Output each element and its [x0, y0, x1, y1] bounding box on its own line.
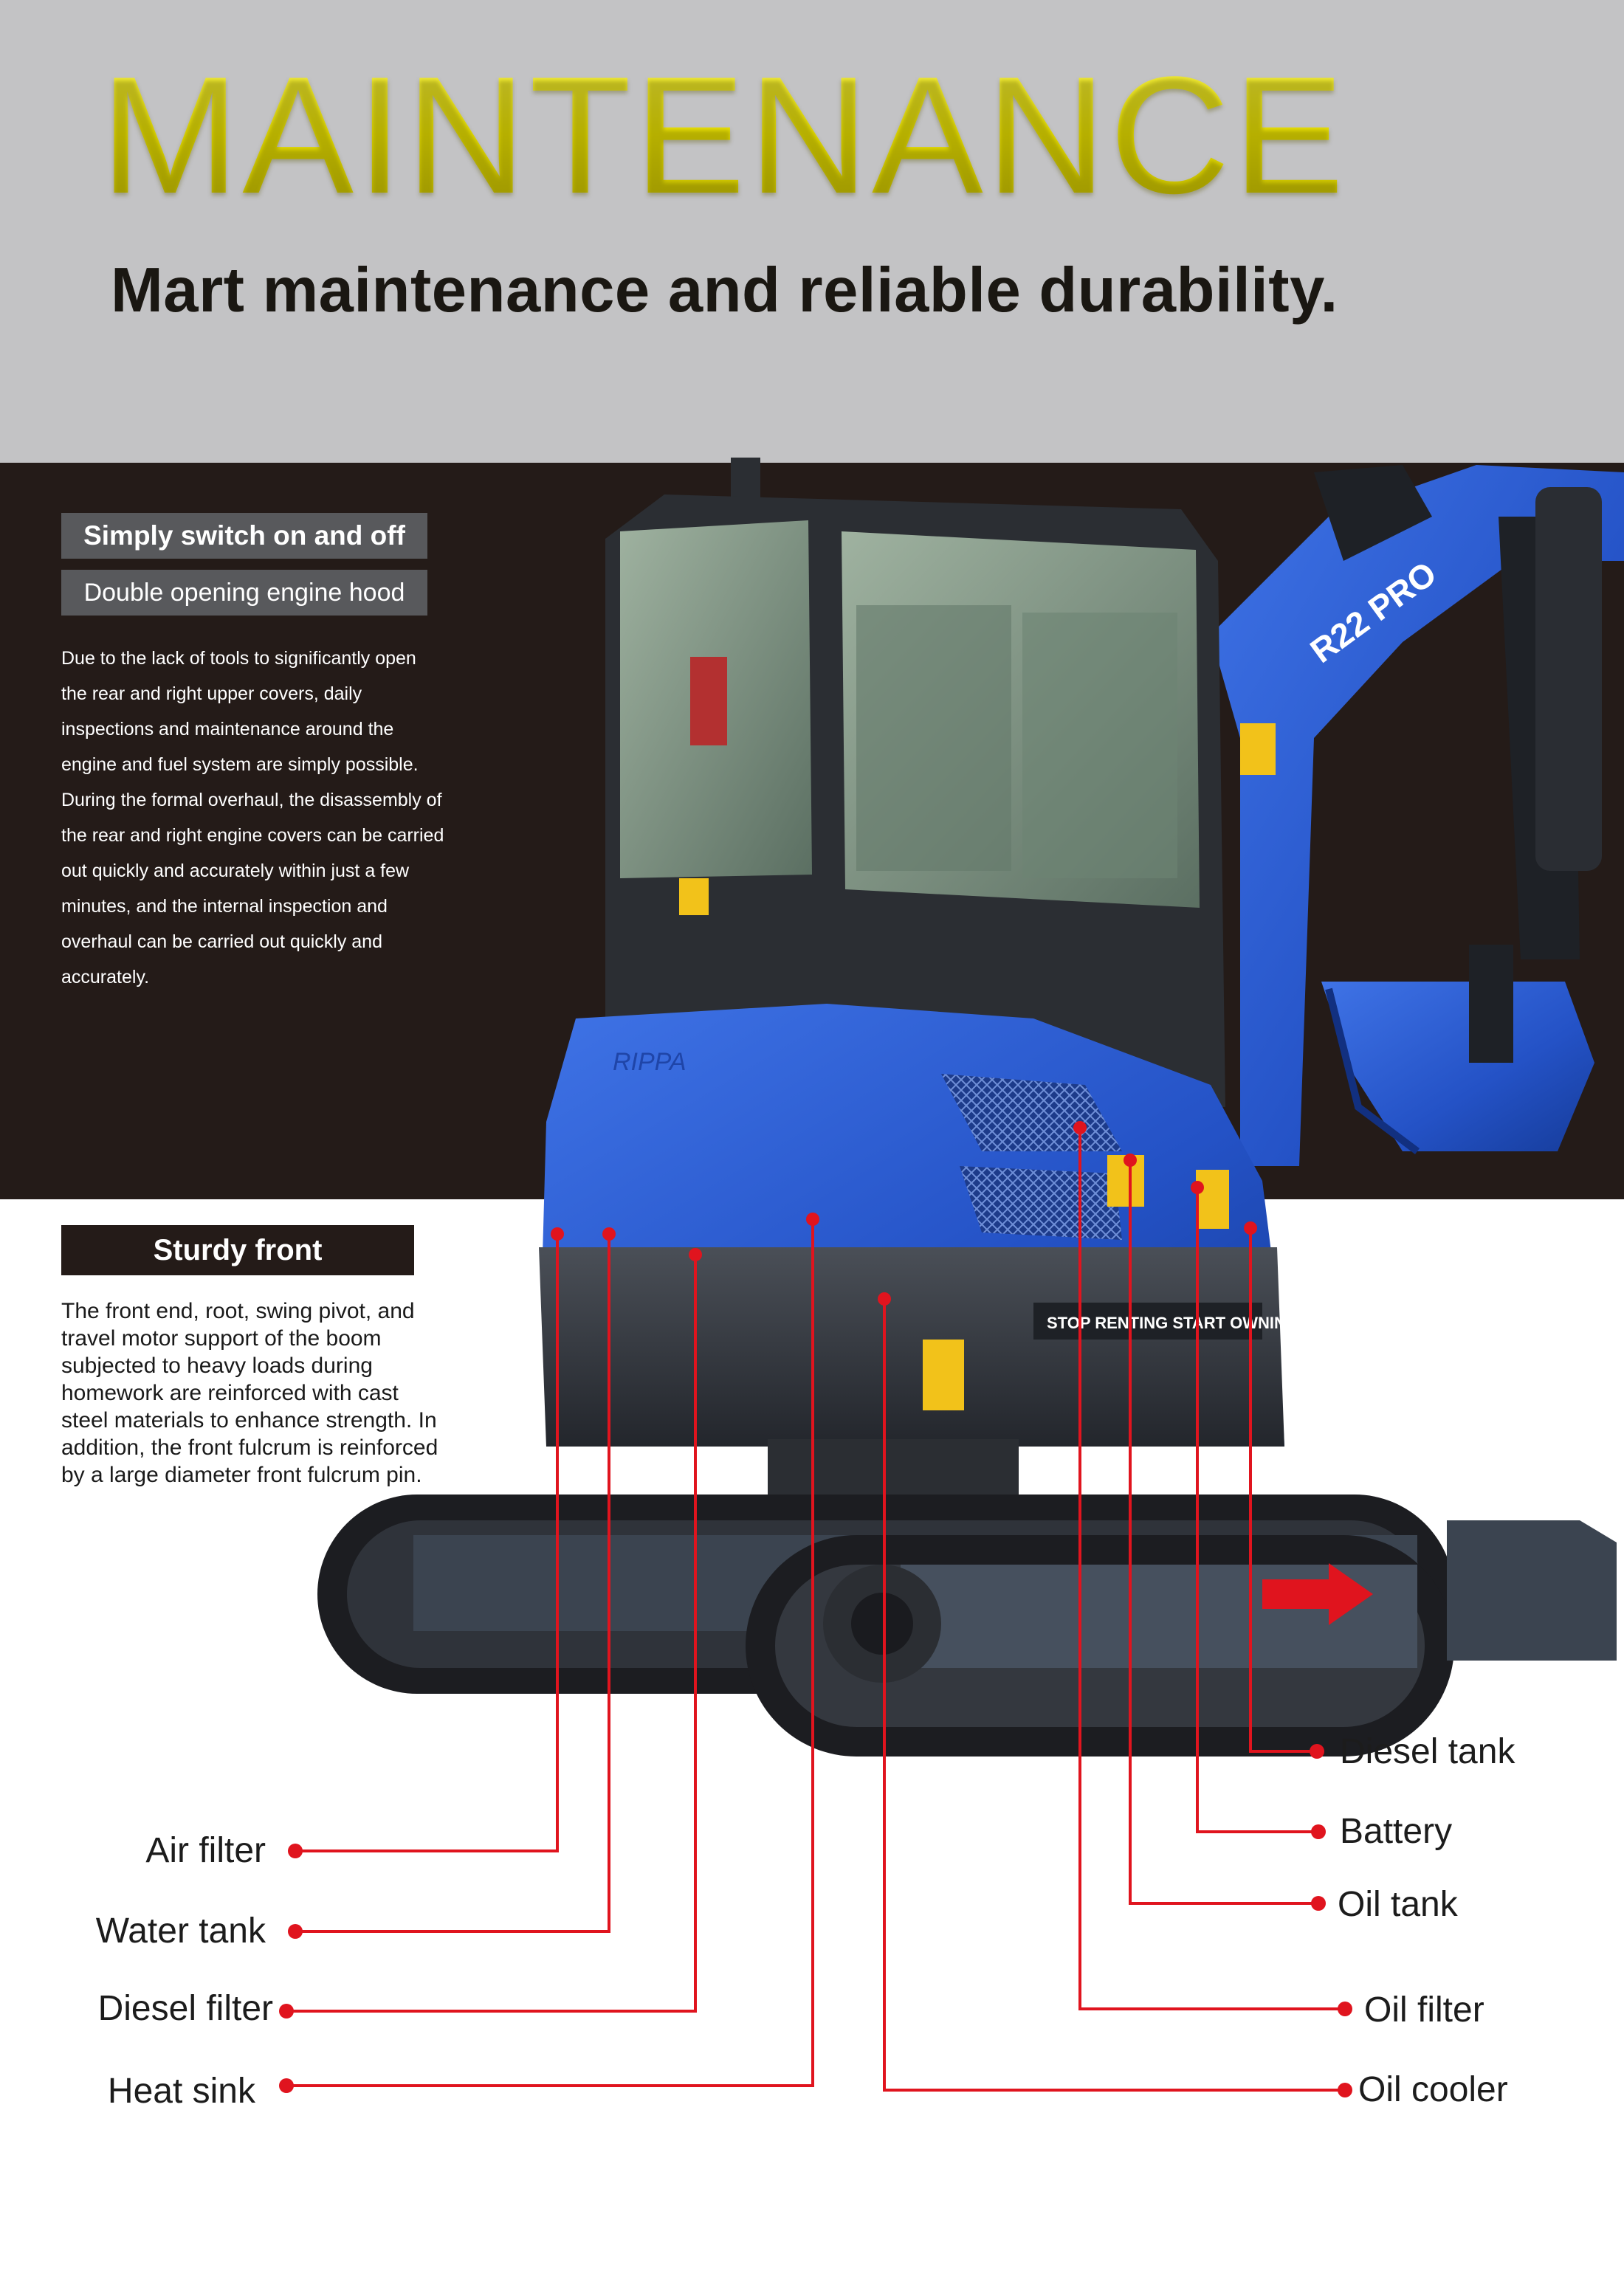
callout-lines — [286, 1128, 1345, 2092]
front-description: The front end, root, swing pivot, and tr… — [61, 1299, 438, 1487]
callout-air-filter: Air filter — [145, 1831, 266, 1870]
boom-arm: R22 PRO — [1211, 465, 1624, 1166]
callout-dots — [279, 1121, 1352, 2097]
sturdy-front-label: Sturdy front — [61, 1225, 414, 1275]
operator-cab — [605, 458, 1225, 1107]
page-title: MAINTENANCE — [100, 41, 1347, 228]
callout-oil-cooler: Oil cooler — [1358, 2070, 1508, 2109]
brand-mark: RIPPA — [613, 1048, 687, 1076]
undercarriage — [317, 1439, 1617, 1757]
switch-on-off-label: Simply switch on and off — [61, 513, 427, 559]
callout-oil-tank: Oil tank — [1338, 1885, 1458, 1924]
callout-battery: Battery — [1340, 1812, 1453, 1851]
callout-diesel-tank: Diesel tank — [1340, 1732, 1515, 1771]
callout-oil-filter: Oil filter — [1364, 1990, 1484, 2030]
tagline: Mart maintenance and reliable durability… — [111, 255, 1338, 325]
upper-body: RIPPA STOP RENTING START OWNING — [539, 1004, 1298, 1447]
slogan-decal: STOP RENTING START OWNING — [1047, 1314, 1298, 1332]
hood-description: Due to the lack of tools to significantl… — [61, 648, 444, 987]
callout-heat-sink: Heat sink — [107, 2072, 255, 2111]
engine-hood-label: Double opening engine hood — [61, 570, 427, 616]
callout-diesel-filter: Diesel filter — [97, 1989, 273, 2028]
callout-water-tank: Water tank — [95, 1911, 266, 1951]
header-band — [0, 0, 1624, 463]
